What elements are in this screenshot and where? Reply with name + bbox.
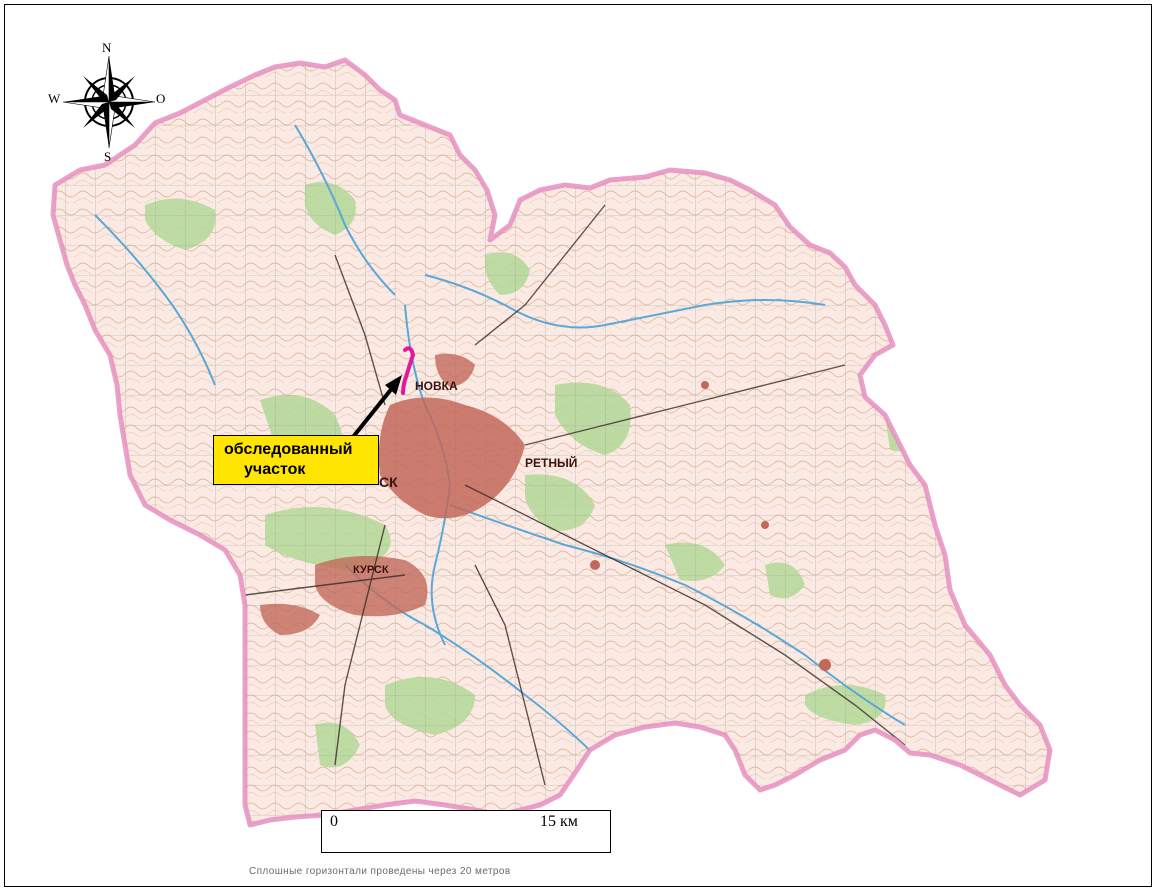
place-labels: СК НОВКА КУРСК РЕТНЫЙ [353, 379, 577, 576]
road-network [244, 204, 906, 786]
place-label: НОВКА [415, 379, 458, 393]
place-label: СК [379, 474, 398, 490]
river-network [94, 124, 906, 766]
compass-rose-icon [62, 55, 156, 149]
callout-line-2: участок [244, 461, 306, 478]
compass-north-label: N [102, 40, 112, 55]
compass-south-label: S [104, 149, 112, 164]
callout-arrow [351, 375, 402, 439]
place-label: РЕТНЫЙ [525, 455, 577, 470]
scale-end-label: 15 км [540, 813, 578, 830]
place-label: КУРСК [353, 564, 389, 576]
compass-east-label: O [156, 91, 166, 106]
scale-bar: 0 15 км [321, 810, 611, 853]
topographic-map: СК НОВКА КУРСК РЕТНЫЙ [50, 55, 1053, 847]
urban-area [260, 353, 831, 671]
surveyed-site-marker [401, 346, 416, 395]
compass-west-label: W [48, 91, 61, 106]
contour-interval-note: Сплошные горизонтали проведены через 20 … [249, 866, 511, 877]
scale-start-label: 0 [330, 813, 338, 830]
callout-line-1: обследованный [224, 441, 353, 458]
map-frame: СК НОВКА КУРСК РЕТНЫЙ N S W O обследован… [4, 4, 1152, 887]
surveyed-site-callout: обследованный участок [213, 435, 379, 485]
district-border [50, 57, 1053, 828]
